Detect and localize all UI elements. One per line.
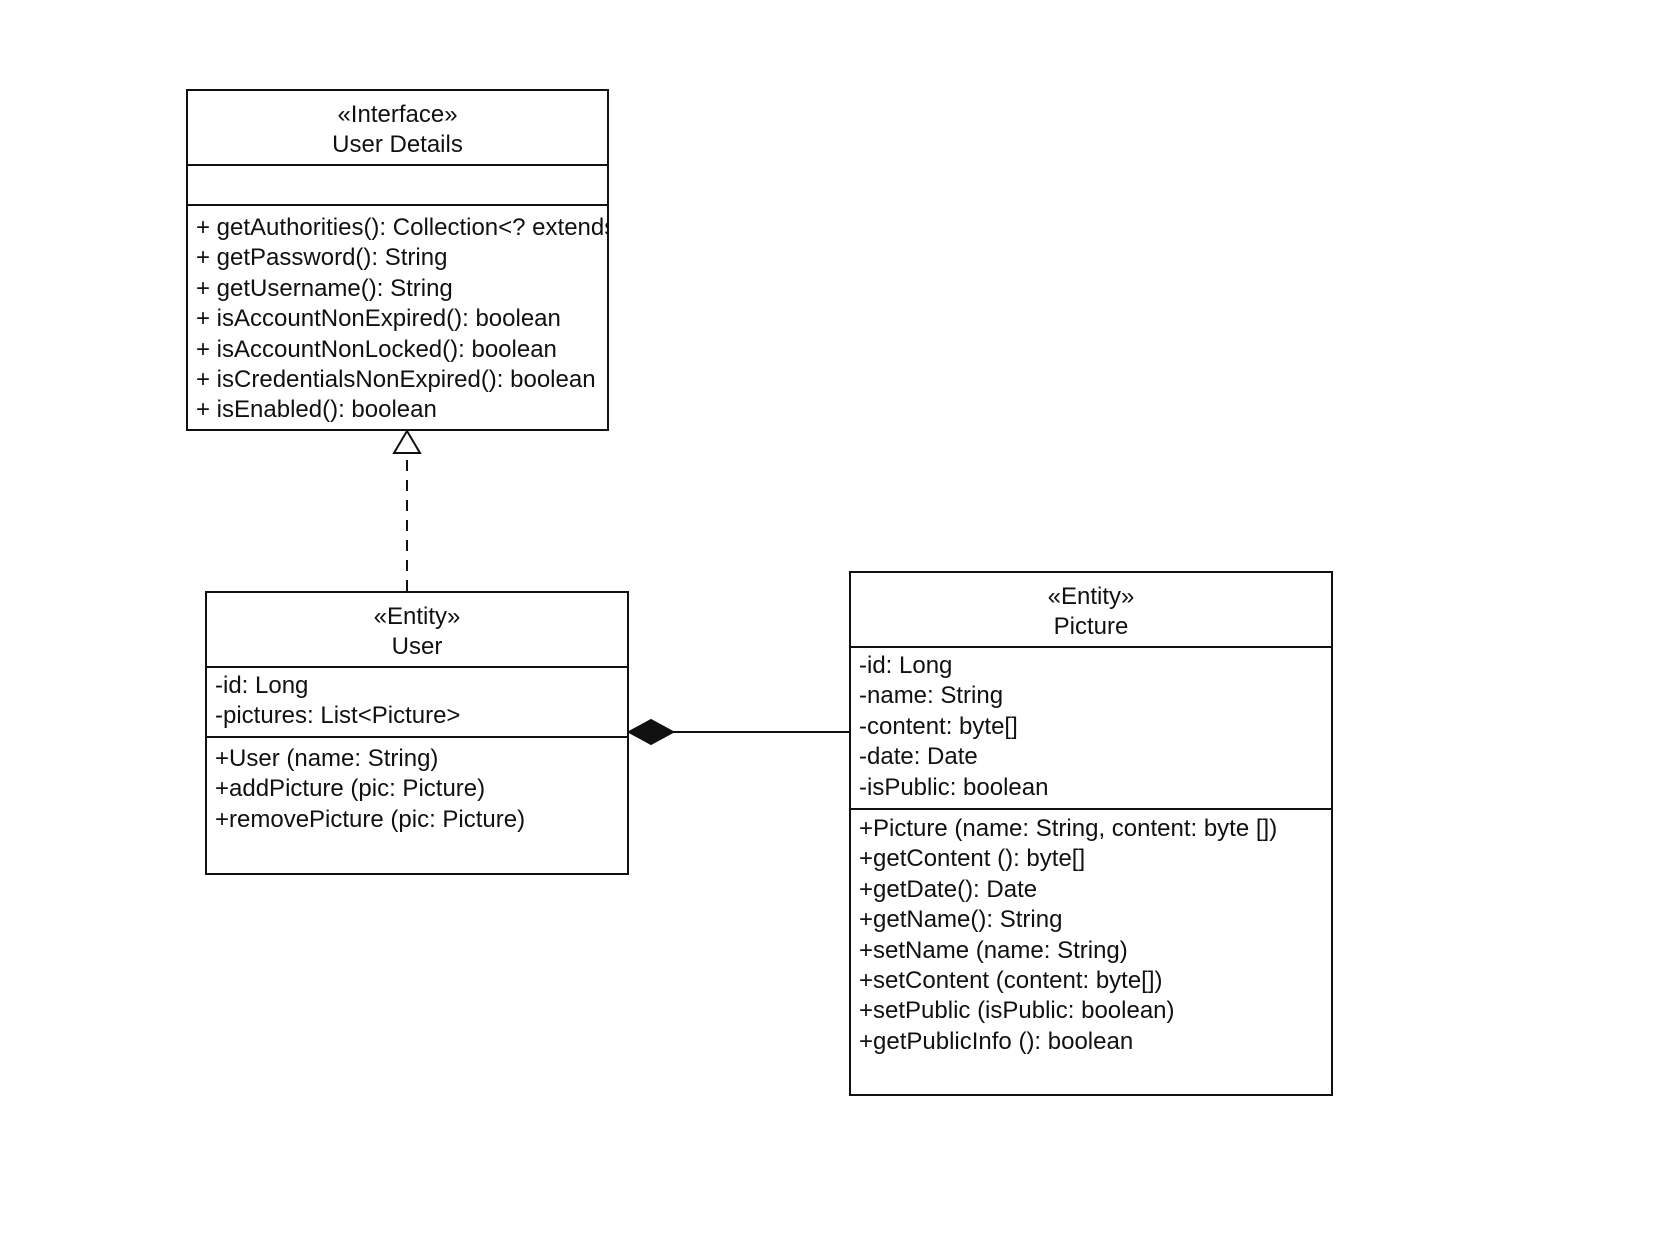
- method-row: + getAuthorities(): Collection<? extends…: [196, 214, 607, 241]
- class-name: User Details: [332, 131, 463, 158]
- method-row: + getUsername(): String: [196, 274, 453, 302]
- class-header: «Interface» User Details: [188, 91, 607, 166]
- method-row: + isCredentialsNonExpired(): boolean: [196, 366, 596, 394]
- attribute-row: -isPublic: boolean: [859, 773, 1049, 801]
- attribute-row: -date: Date: [859, 743, 978, 771]
- method-row: +removePicture (pic: Picture): [215, 805, 526, 833]
- attributes-compartment: [188, 166, 607, 206]
- methods-compartment: + getAuthorities(): Collection<? extends…: [188, 206, 607, 426]
- attribute-row: -name: String: [859, 682, 1004, 710]
- method-row: +setPublic (isPublic: boolean): [859, 997, 1175, 1025]
- class-stereotype: «Entity»: [1047, 583, 1135, 610]
- method-row: +getPublicInfo (): boolean: [859, 1027, 1134, 1055]
- composition-diamond: [626, 718, 676, 746]
- class-name: Picture: [1053, 613, 1129, 640]
- method-row: + isEnabled(): boolean: [196, 396, 437, 424]
- method-row: +setContent (content: byte[]): [859, 967, 1163, 995]
- attribute-row: -id: Long: [215, 672, 309, 699]
- method-row: +User (name: String): [215, 745, 439, 772]
- attributes-compartment: -id: Long -name: String -content: byte[]…: [851, 648, 1331, 810]
- attribute-row: -content: byte[]: [859, 712, 1018, 740]
- class-stereotype: «Entity»: [373, 603, 461, 630]
- user-details-class[interactable]: «Interface» User Details + getAuthoritie…: [186, 89, 609, 431]
- method-row: +getName(): String: [859, 906, 1063, 934]
- methods-compartment: +User (name: String) +addPicture (pic: P…: [207, 738, 627, 835]
- class-name: User: [391, 633, 443, 660]
- method-row: +addPicture (pic: Picture): [215, 775, 486, 803]
- method-row: +setName (name: String): [859, 936, 1128, 964]
- method-row: + isAccountNonExpired(): boolean: [196, 305, 561, 333]
- methods-compartment: +Picture (name: String, content: byte []…: [851, 810, 1331, 1057]
- realization-arrowhead: [392, 429, 422, 454]
- method-row: +getDate(): Date: [859, 875, 1038, 903]
- attributes-compartment: -id: Long -pictures: List<Picture>: [207, 668, 627, 738]
- user-class[interactable]: «Entity» User -id: Long -pictures: List<…: [205, 591, 629, 875]
- class-stereotype: «Interface»: [337, 101, 458, 128]
- class-header: «Entity» Picture: [851, 573, 1331, 648]
- attribute-row: -pictures: List<Picture>: [215, 702, 461, 730]
- method-row: + isAccountNonLocked(): boolean: [196, 335, 557, 363]
- picture-class[interactable]: «Entity» Picture -id: Long -name: String…: [849, 571, 1333, 1096]
- attribute-row: -id: Long: [859, 652, 953, 679]
- class-header: «Entity» User: [207, 593, 627, 668]
- method-row: +getContent (): byte[]: [859, 845, 1086, 873]
- method-row: + getPassword(): String: [196, 244, 448, 272]
- method-row: +Picture (name: String, content: byte []…: [859, 815, 1278, 842]
